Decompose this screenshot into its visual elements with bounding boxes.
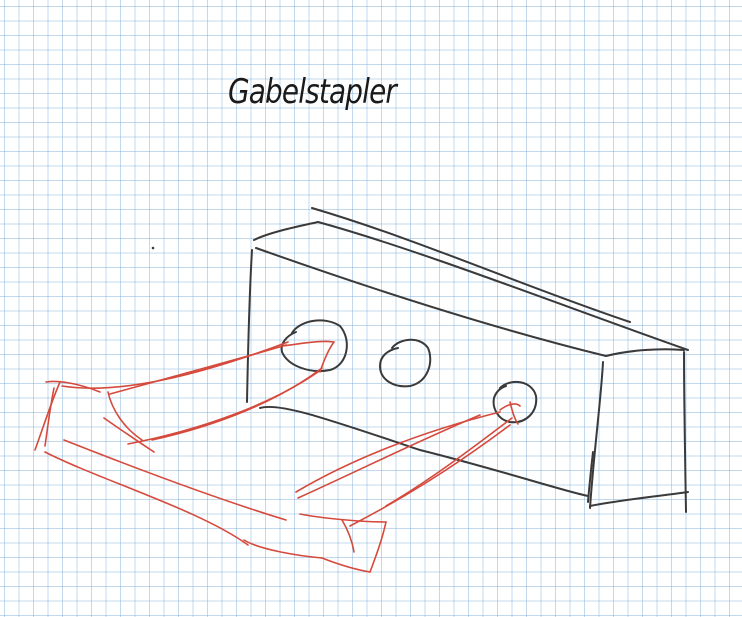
fork-back-low — [244, 540, 322, 558]
fork-foot-right — [370, 522, 386, 572]
tine-left-tip — [282, 341, 334, 346]
tine-right-tip-2 — [510, 402, 518, 424]
box-right-top-edge — [606, 349, 684, 356]
box-back-right-edge — [684, 352, 686, 512]
tine-right-bottom-2 — [386, 418, 512, 506]
fork-left-diag-2 — [104, 418, 154, 452]
hole-left — [282, 320, 347, 371]
ink-dot — [152, 247, 155, 250]
tine-left-top — [62, 342, 288, 388]
tine-left-top-2 — [110, 345, 286, 394]
tine-right-bottom — [350, 425, 510, 526]
tine-left-tip-2 — [320, 342, 334, 372]
box-bottom-right-edge — [590, 492, 688, 506]
tine-left-bottom — [128, 372, 318, 444]
box-top-back-edge — [312, 208, 630, 322]
box-left-edge — [247, 250, 252, 402]
box-front-right-edge — [590, 362, 603, 508]
fork-base-edge — [322, 558, 370, 572]
tine-right-top — [298, 415, 480, 498]
fork-back-bottom-2 — [64, 440, 286, 520]
fork-back-left — [35, 382, 60, 450]
box-top-front-edge — [254, 222, 688, 350]
hole-middle — [380, 340, 430, 387]
tine-left-bottom-2 — [152, 368, 322, 440]
fork-back-bottom — [45, 452, 248, 545]
